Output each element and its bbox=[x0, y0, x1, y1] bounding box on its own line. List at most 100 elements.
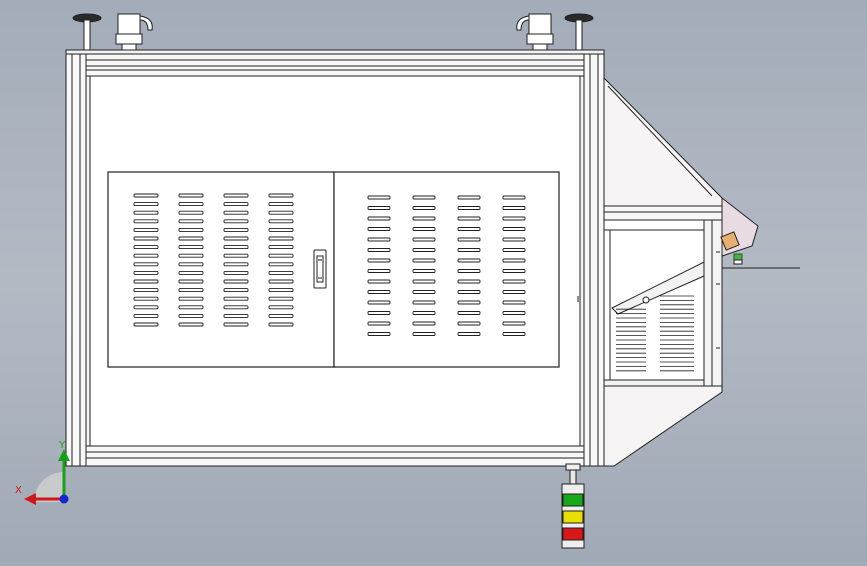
vent-slot bbox=[178, 193, 204, 198]
door-handle[interactable] bbox=[313, 249, 327, 289]
vent-slot bbox=[223, 270, 249, 275]
vent-slot bbox=[412, 321, 436, 326]
vent-slot bbox=[367, 206, 391, 210]
vent-slot bbox=[457, 195, 481, 200]
side-panel-vent-louvres bbox=[616, 295, 694, 372]
vent-slot bbox=[178, 210, 204, 215]
vent-slot bbox=[178, 202, 204, 207]
vent-slot bbox=[367, 300, 391, 305]
vent-slot bbox=[457, 321, 481, 326]
vent-slot bbox=[502, 195, 526, 200]
vent-slot bbox=[502, 279, 526, 284]
door-panels[interactable] bbox=[107, 171, 560, 368]
vent-slot bbox=[502, 269, 526, 273]
top-equipment bbox=[65, 13, 605, 55]
vent-slot bbox=[178, 279, 204, 284]
vent-slot bbox=[133, 253, 159, 258]
vent-slot bbox=[223, 296, 249, 301]
vent-slot bbox=[178, 253, 204, 258]
vent-slot bbox=[268, 253, 294, 258]
vent-slot bbox=[367, 332, 391, 336]
vent-slot bbox=[178, 227, 204, 232]
vent-slot bbox=[223, 279, 249, 284]
vent-slot bbox=[133, 305, 159, 310]
vent-slot bbox=[133, 193, 159, 198]
vent-slot bbox=[223, 253, 249, 258]
vent-slot bbox=[457, 227, 481, 231]
side-hopper-assembly[interactable] bbox=[603, 76, 800, 467]
vent-slot bbox=[223, 322, 249, 327]
vent-slot bbox=[178, 245, 204, 250]
vent-slot bbox=[367, 321, 391, 326]
vent-slot bbox=[268, 322, 294, 327]
vent-slot bbox=[502, 237, 526, 242]
leveling-foot-left[interactable] bbox=[72, 13, 102, 51]
vent-slot bbox=[133, 227, 159, 232]
vent-slot bbox=[412, 269, 436, 273]
vent-slot bbox=[133, 210, 159, 215]
vent-slot bbox=[133, 262, 159, 267]
triad-x-label: X bbox=[15, 485, 22, 496]
vent-slot bbox=[457, 269, 481, 273]
vent-slot bbox=[367, 269, 391, 273]
left-door[interactable] bbox=[107, 171, 335, 368]
vent-slot bbox=[178, 313, 204, 318]
vent-slot bbox=[502, 300, 526, 305]
vent-slot bbox=[178, 262, 204, 267]
right-door[interactable] bbox=[333, 171, 560, 368]
vent-slot bbox=[412, 258, 436, 263]
vent-slot bbox=[268, 202, 294, 207]
vent-slot bbox=[457, 279, 481, 284]
signal-tower-light[interactable] bbox=[561, 463, 585, 549]
vent-slot bbox=[367, 227, 391, 231]
vent-slot bbox=[502, 290, 526, 294]
vent-slot bbox=[367, 195, 391, 200]
vent-slot bbox=[457, 258, 481, 263]
vent-slot bbox=[457, 300, 481, 305]
pneumatic-unit-left[interactable] bbox=[115, 13, 153, 51]
vent-slot bbox=[223, 262, 249, 267]
vent-slot bbox=[223, 227, 249, 232]
vent-slot bbox=[367, 279, 391, 284]
vent-slot bbox=[223, 288, 249, 293]
vent-slot bbox=[412, 300, 436, 305]
vent-slot bbox=[502, 321, 526, 326]
vent-slot bbox=[223, 236, 249, 241]
vent-slot bbox=[502, 248, 526, 252]
leveling-foot-right[interactable] bbox=[564, 13, 594, 51]
vent-slot bbox=[412, 206, 436, 210]
vent-slot bbox=[178, 288, 204, 293]
vent-slot bbox=[133, 219, 159, 224]
vent-slot bbox=[223, 202, 249, 207]
vent-slot bbox=[268, 305, 294, 310]
vent-slot bbox=[268, 219, 294, 224]
signal-lamp-2 bbox=[562, 527, 584, 541]
pneumatic-unit-right[interactable] bbox=[516, 13, 554, 51]
vent-slot bbox=[502, 311, 526, 315]
vent-slot bbox=[412, 311, 436, 315]
vent-slot bbox=[412, 227, 436, 231]
vent-slot bbox=[502, 216, 526, 221]
vent-slot bbox=[133, 236, 159, 241]
vent-slot bbox=[268, 193, 294, 198]
signal-lamp-1 bbox=[562, 510, 584, 524]
vent-slot bbox=[223, 305, 249, 310]
right-door-vent-slots bbox=[367, 195, 526, 336]
vent-slot bbox=[457, 206, 481, 210]
vent-slot bbox=[133, 279, 159, 284]
vent-slot bbox=[367, 237, 391, 242]
vent-slot bbox=[178, 270, 204, 275]
vent-slot bbox=[412, 332, 436, 336]
vent-slot bbox=[268, 288, 294, 293]
vent-slot bbox=[268, 227, 294, 232]
triad-y-label: Y bbox=[59, 440, 66, 451]
signal-lamp-0 bbox=[562, 493, 584, 507]
vent-slot bbox=[502, 227, 526, 231]
vent-slot bbox=[223, 210, 249, 215]
coordinate-triad[interactable] bbox=[24, 449, 70, 505]
vent-slot bbox=[412, 195, 436, 200]
z-axis-origin-dot bbox=[59, 494, 69, 504]
vent-slot bbox=[268, 270, 294, 275]
